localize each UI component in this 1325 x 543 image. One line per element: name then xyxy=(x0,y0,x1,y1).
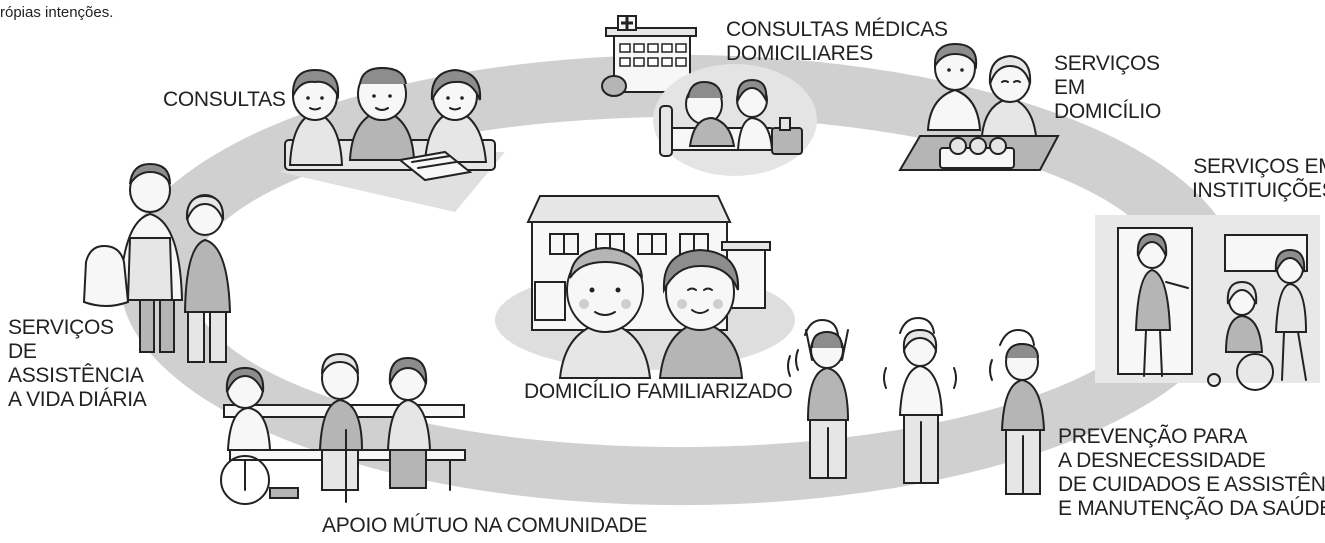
label-line: DOMICILIARES xyxy=(726,42,873,65)
hospital-icon xyxy=(601,15,697,97)
label-prevencao: PREVENÇÃO PARA A DESNECESSIDADE DE CUIDA… xyxy=(1058,425,1325,521)
label-consultas-medicas: CONSULTAS MÉDICAS DOMICILIARES xyxy=(726,18,948,66)
label-line: PREVENÇÃO PARA xyxy=(1058,425,1248,448)
label-domicilio-familiarizado: DOMICÍLIO FAMILIARIZADO xyxy=(524,380,793,404)
elderly-woman-icon xyxy=(658,248,744,379)
elderly-man-icon xyxy=(558,246,652,379)
label-line: A DESNECESSIDADE xyxy=(1058,449,1266,472)
community-support-scene xyxy=(220,352,466,505)
intro-text: rópias intenções. xyxy=(0,4,114,21)
label-line: DOMICÍLIO xyxy=(1054,100,1161,123)
label-line: CONSULTAS MÉDICAS xyxy=(726,18,948,41)
home-service-scene xyxy=(898,42,1060,171)
label-line: ASSISTÊNCIA xyxy=(8,364,144,387)
label-servicos-domicilio: SERVIÇOS EM DOMICÍLIO xyxy=(1054,52,1161,124)
daily-living-scene xyxy=(82,162,232,363)
consultation-scene xyxy=(280,66,505,212)
label-line: E MANUTENÇÃO DA SAÚDE xyxy=(1058,497,1325,520)
home-scene xyxy=(495,195,795,379)
label-line: A VIDA DIÁRIA xyxy=(8,388,147,411)
label-line: SERVIÇOS EM xyxy=(1193,155,1325,178)
home-medical-scene xyxy=(601,15,817,176)
label-apoio-mutuo: APOIO MÚTUO NA COMUNIDADE xyxy=(322,514,647,538)
exercising-man-1 xyxy=(787,319,850,479)
label-line: DE CUIDADOS E ASSISTÊNCIA, xyxy=(1058,473,1325,496)
label-consultas: CONSULTAS xyxy=(163,88,286,112)
exercising-man-2 xyxy=(989,329,1046,495)
label-servicos-instituicoes: SERVIÇOS EM INSTITUIÇÕES xyxy=(1192,155,1325,203)
label-assistencia-vida-diaria: SERVIÇOS DE ASSISTÊNCIA A VIDA DIÁRIA xyxy=(8,316,147,412)
center-label: DOMICÍLIO FAMILIARIZADO xyxy=(524,380,793,403)
institution-scene xyxy=(1095,215,1320,391)
label-line: SERVIÇOS xyxy=(1054,52,1160,75)
label-line: INSTITUIÇÕES xyxy=(1192,179,1325,202)
label-line: EM xyxy=(1054,76,1085,99)
label-line: DE xyxy=(8,340,37,363)
exercise-scene xyxy=(787,317,1046,495)
exercising-woman xyxy=(883,317,957,484)
label-line: APOIO MÚTUO NA COMUNIDADE xyxy=(322,514,648,537)
label-line: SERVIÇOS xyxy=(8,316,114,339)
label-line: CONSULTAS xyxy=(163,88,286,111)
